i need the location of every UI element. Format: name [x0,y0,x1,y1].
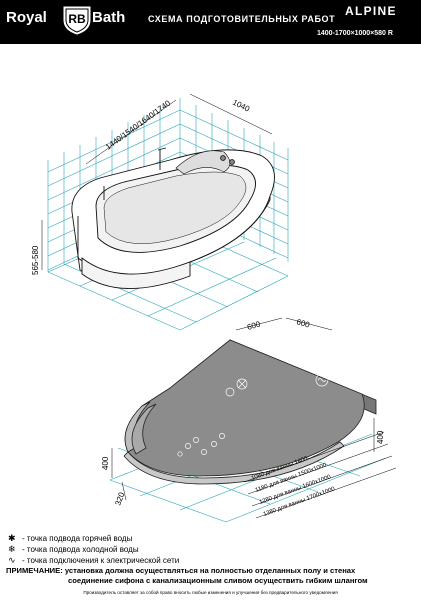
model-name: ALPINE [345,4,397,18]
cold-water-point-icon [225,387,235,397]
dim-600-b: 600 [295,317,311,329]
note-line-1: установка должна осуществляться на полно… [64,566,356,575]
legend-hot-water: ✱ - точка подвода горячей воды [8,533,132,544]
hot-water-point-icon [236,378,248,390]
tub-fittings [177,373,329,457]
legend-cold-text: - точка подвода холодной воды [22,545,139,554]
tub-top-view [123,339,377,485]
cold-water-icon: ❄ [8,544,16,554]
installation-note: ПРИМЕЧАНИЕ: установка должна осуществлят… [6,566,418,586]
dim-height-label: 565-580 [31,245,40,275]
brand-bath: Bath [92,9,126,26]
installation-drawing: 1440/1540/1640/1740 1040 565-580 [31,93,397,523]
dim-600-a: 600 [246,319,262,331]
brand-royal: Royal [6,9,47,26]
rb-shield-logo [63,6,91,35]
hot-water-icon: ✱ [8,533,16,543]
upper-dimension-lines [41,93,273,270]
legend-electric: ∿ - точка подключения к электрической сет… [8,555,179,566]
bathtub-iso [71,147,275,289]
dim-width-label: 1040 [231,98,251,114]
note-title: ПРИМЕЧАНИЕ: [6,566,63,575]
electric-icon: ∿ [8,555,16,565]
legend-hot-text: - точка подвода горячей воды [22,534,133,543]
legend-electric-text: - точка подключения к электрической сети [22,556,180,565]
dim-400-right: 400 [376,430,385,444]
lower-dimension-lines [111,317,397,519]
header-bar: Royal RB Bath СХЕМА ПОДГОТОВИТЕЛЬНЫХ РАБ… [0,0,421,44]
legend-cold-water: ❄ - точка подвода холодной воды [8,544,139,555]
brand-mark: RB [68,12,86,26]
note-line-2: соединение сифона с канализационным слив… [68,576,368,585]
model-dimensions: 1400-1700×1000×580 R [317,30,393,37]
scheme-title: СХЕМА ПОДГОТОВИТЕЛЬНЫХ РАБОТ [148,14,336,24]
dim-400-left: 400 [101,456,110,470]
manufacturer-disclaimer: Производитель оставляет за собой право в… [83,590,338,595]
dim-320: 320 [113,491,126,507]
electric-point-icon [315,373,329,387]
